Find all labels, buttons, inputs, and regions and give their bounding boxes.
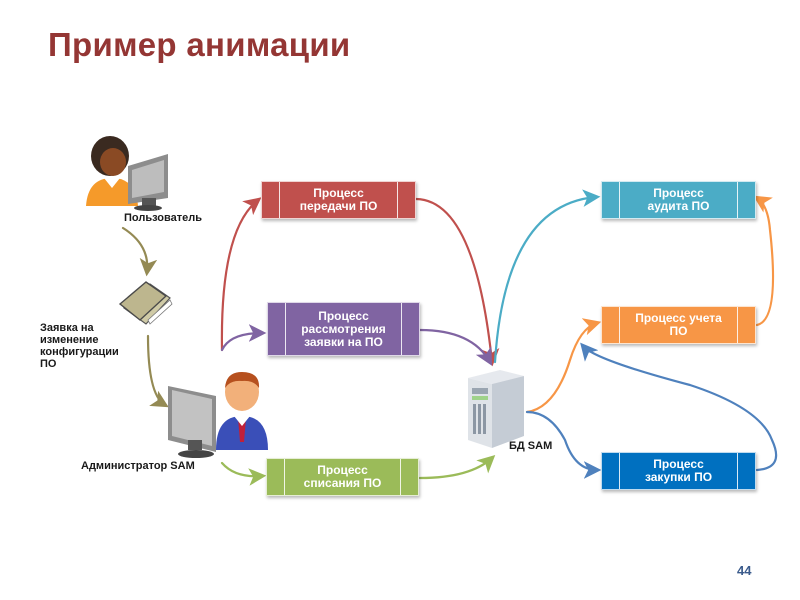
page-number: 44 [737,563,752,578]
slide-title: Пример анимации [48,26,351,63]
arrow-transfer-to-database [414,197,500,367]
arrow-procurement-to-accounting [580,342,778,472]
process-side-bar [737,307,755,343]
process-label: Процесс рассмотрения заявки на ПО [301,308,386,349]
arrow-accounting-to-audit [753,195,775,327]
process-writeoff[interactable]: Процесс списания ПО [266,458,419,496]
process-side-bar [267,459,285,495]
arrow-writeoff-to-database [418,455,496,480]
arrow-admin-to-transfer [220,197,262,352]
process-side-bar [400,459,418,495]
arrow-database-to-audit [493,189,601,364]
arrow-admin-to-review [220,324,267,352]
process-label: Процесс списания ПО [303,463,382,490]
arrow-database-to-accounting [525,318,602,414]
process-label: Процесс аудита ПО [647,186,710,213]
database-label: БД SAM [509,440,553,452]
process-side-bar [737,182,755,218]
arrow-request-to-admin [146,334,169,408]
user-label: Пользователь [124,212,203,224]
process-label: Процесс учета ПО [635,311,722,338]
admin-at-computer-icon [166,366,270,460]
process-side-bar [401,303,419,355]
process-accounting[interactable]: Процесс учета ПО [601,306,756,344]
process-side-bar [602,182,620,218]
process-procurement[interactable]: Процесс закупки ПО [601,452,756,490]
process-side-bar [602,453,620,489]
process-label: Процесс передачи ПО [299,186,378,213]
process-side-bar [602,307,620,343]
arrow-database-to-procurement [525,410,602,479]
process-label: Процесс закупки ПО [644,457,713,484]
arrow-review-to-database [418,328,493,366]
server-tower-icon [466,364,528,450]
process-side-bar [737,453,755,489]
arrow-admin-to-writeoff [220,461,267,486]
request-label: Заявка на изменение конфигурации ПО [40,322,119,370]
folder-document-icon [118,280,176,326]
process-review[interactable]: Процесс рассмотрения заявки на ПО [267,302,420,356]
user-at-computer-icon [82,126,172,212]
process-audit[interactable]: Процесс аудита ПО [601,181,756,219]
admin-label: Администратор SAM [81,460,195,472]
arrow-user-to-request [121,226,158,277]
process-side-bar [397,182,415,218]
process-side-bar [268,303,286,355]
process-transfer[interactable]: Процесс передачи ПО [261,181,416,219]
process-side-bar [262,182,280,218]
